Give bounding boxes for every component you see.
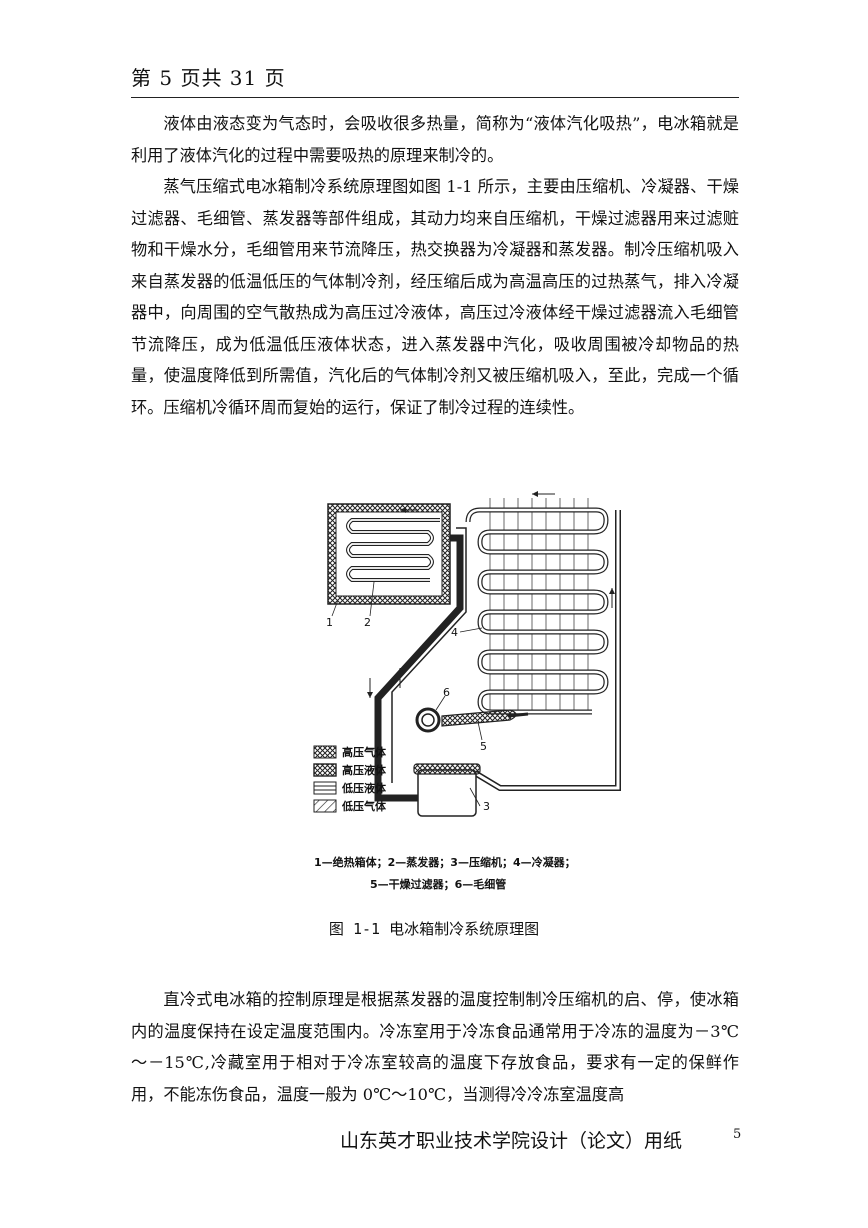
compressor [413, 763, 481, 817]
body-text-top: 液体由液态变为气态时，会吸收很多热量，简称为“液体汽化吸热”，电冰箱就是利用了液… [131, 108, 739, 423]
capillary-coil [415, 707, 441, 733]
parts-list-line-1: 1—绝热箱体；2—蒸发器；3—压缩机；4—冷凝器； [314, 855, 576, 869]
callout-2: 2 [364, 616, 371, 629]
footer-school-paper: 山东英才职业技术学院设计（论文）用纸 [340, 1130, 683, 1152]
parts-list-line-2: 5—干燥过滤器；6—毛细管 [370, 877, 506, 891]
legend: 高压气体 高压液体 低压液体 低压气体 [313, 745, 387, 813]
figure-caption: 图 1-1 电冰箱制冷系统原理图 [328, 920, 540, 938]
callout-5: 5 [480, 740, 487, 753]
paragraph: 液体由液态变为气态时，会吸收很多热量，简称为“液体汽化吸热”，电冰箱就是利用了液… [131, 114, 739, 165]
paragraph: 蒸气压缩式电冰箱制冷系统原理图如图 1-1 所示，主要由压缩机、冷凝器、干燥过滤… [131, 177, 739, 417]
callout-3: 3 [483, 800, 490, 813]
legend-low-pressure-liquid: 低压液体 [341, 781, 387, 795]
page-indicator: 第 5 页共 31 页 [131, 66, 286, 90]
callout-6: 6 [443, 686, 450, 699]
paragraph: 直冷式电冰箱的控制原理是根据蒸发器的温度控制制冷压缩机的启、停，使冰箱内的温度保… [131, 990, 739, 1104]
legend-low-pressure-gas: 低压气体 [341, 799, 387, 813]
legend-high-pressure-gas: 高压气体 [342, 745, 387, 759]
condenser [465, 491, 609, 715]
page-header: 第 5 页共 31 页 [131, 62, 739, 98]
discharge-pipe [391, 527, 467, 783]
callout-1: 1 [326, 616, 333, 629]
refrigeration-diagram: 1 2 3 4 5 6 高压气体 高压液体 低压液体 低压气体 1—绝热箱体；2… [300, 488, 630, 898]
legend-high-pressure-liquid: 高压液体 [342, 763, 387, 777]
diagram-svg: 1 2 3 4 5 6 高压气体 高压液体 低压液体 低压气体 1—绝热箱体；2… [313, 491, 621, 891]
page-number: 5 [733, 1127, 742, 1142]
callout-4: 4 [451, 626, 458, 639]
filter-drier [441, 709, 517, 727]
body-text-bottom: 直冷式电冰箱的控制原理是根据蒸发器的温度控制制冷压缩机的启、停，使冰箱内的温度保… [131, 984, 739, 1110]
